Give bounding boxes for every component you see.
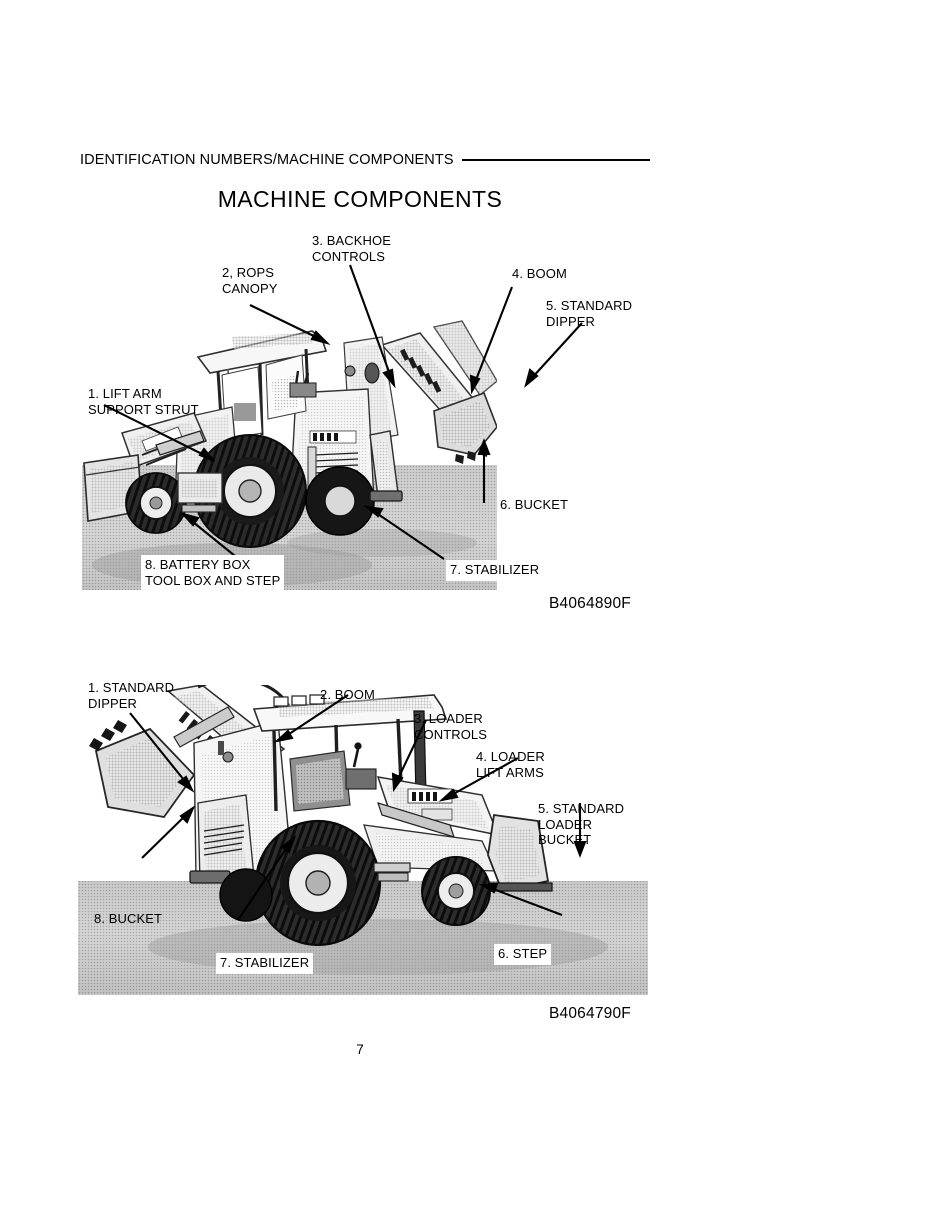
callout-2-boom: 2. BOOM — [320, 687, 375, 702]
photo-backhoe-rear-view — [82, 315, 497, 590]
callout-4-loader-lift-arms: 4. LOADER LIFT ARMS — [476, 749, 545, 780]
callout-6-bucket: 6. BUCKET — [500, 497, 569, 512]
figure-1-caption-code: B4064890F — [549, 595, 631, 612]
photo-backhoe-front-view — [78, 685, 648, 995]
running-header: IDENTIFICATION NUMBERS/MACHINE COMPONENT… — [80, 152, 650, 168]
figure-2-leader-lines — [129, 694, 587, 921]
callout-4-boom: 4. BOOM — [512, 266, 567, 281]
callout-8-battery-box: 8. BATTERY BOX TOOL BOX AND STEP — [141, 555, 285, 591]
figure-machine-components-front: 1. STANDARD DIPPER 2. BOOM 3. LOADER CON… — [0, 665, 935, 1045]
figure-2-caption-code: B4064790F — [549, 1005, 631, 1022]
callout-5-standard-loader-bucket: 5. STANDARD LOADER BUCKET — [538, 801, 625, 847]
callout-7-stabilizer: 7. STABILIZER — [216, 953, 314, 974]
callout-8-bucket: 8. BUCKET — [94, 911, 163, 926]
callout-2-rops-canopy: 2, ROPS CANOPY — [222, 265, 278, 296]
figure-1-leader-lines — [103, 264, 583, 561]
callout-3-loader-controls: 3. LOADER CONTROLS — [414, 711, 488, 742]
callout-1-standard-dipper: 1. STANDARD DIPPER — [88, 680, 175, 711]
header-rule — [461, 159, 650, 161]
callout-7-stabilizer: 7. STABILIZER — [446, 560, 544, 581]
page-title: MACHINE COMPONENTS — [217, 186, 503, 212]
running-header-text: IDENTIFICATION NUMBERS/MACHINE COMPONENT… — [80, 152, 454, 168]
figure-machine-components-rear: 1. LIFT ARM SUPPORT STRUT 2, ROPS CANOPY… — [0, 225, 935, 625]
callout-1-lift-arm-support-strut: 1. LIFT ARM SUPPORT STRUT — [88, 386, 199, 417]
callout-5-standard-dipper: 5. STANDARD DIPPER — [546, 298, 633, 329]
callout-6-step: 6. STEP — [494, 944, 552, 965]
page-number: 7 — [356, 1042, 364, 1057]
callout-3-backhoe-controls: 3. BACKHOE CONTROLS — [312, 233, 392, 264]
